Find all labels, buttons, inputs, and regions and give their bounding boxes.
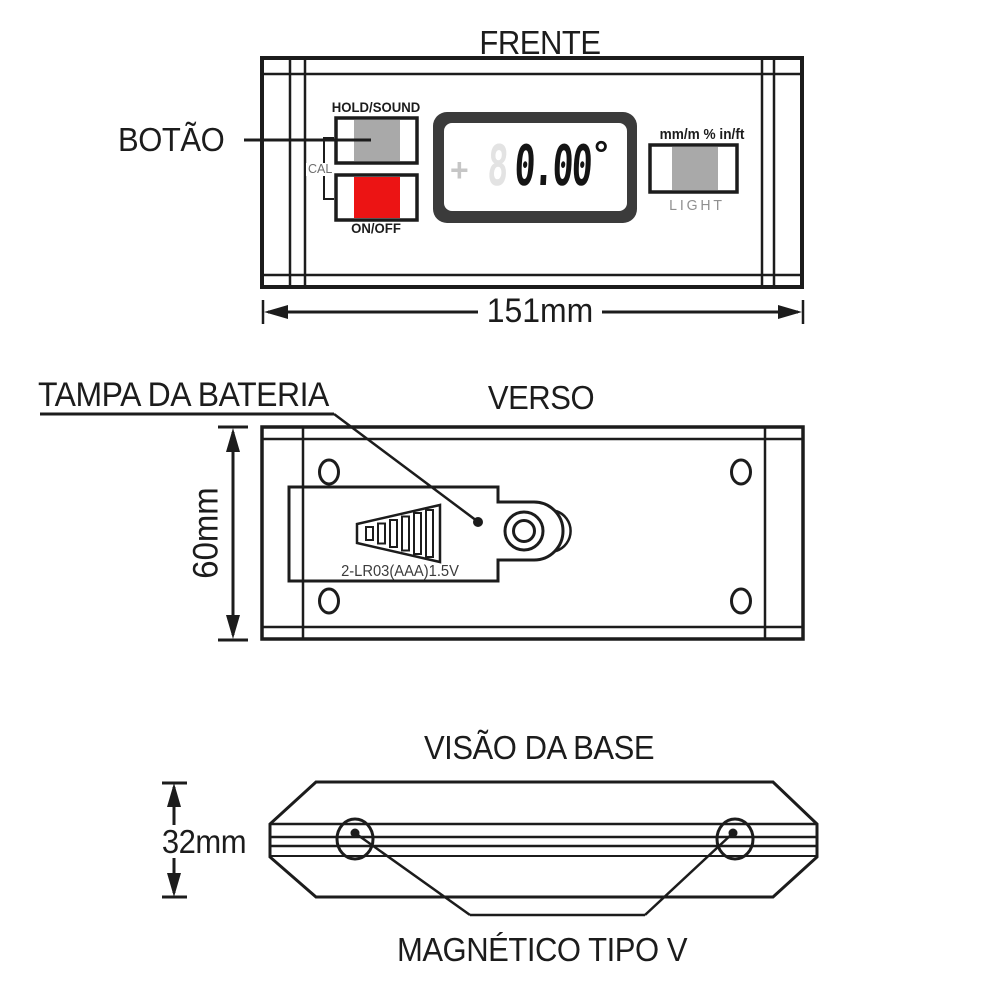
height-dimension-text: 60mm <box>186 487 226 579</box>
screw-hole <box>318 587 340 615</box>
magnet-leader-right <box>644 832 734 916</box>
back-view-drawing <box>40 412 805 642</box>
light-label: LIGHT <box>669 197 725 214</box>
thickness-dimension-text: 32mm <box>157 825 251 858</box>
front-view-drawing <box>244 56 805 324</box>
light-button-shape <box>648 143 739 194</box>
lcd-degree-symbol: ° <box>594 133 609 174</box>
battery-spec-text: 2-LR03(AAA)1.5V <box>341 563 459 580</box>
battery-cover-outline <box>287 485 565 583</box>
battery-cover-label: TAMPA DA BATERIA <box>38 376 329 414</box>
height-dimension-60mm <box>218 425 248 642</box>
base-view-drawing <box>162 780 819 917</box>
screw-hole <box>730 458 752 486</box>
magnet-type-label: MAGNÉTICO TIPO V <box>396 931 688 968</box>
lcd-display-shape <box>433 112 637 223</box>
leader-dot <box>473 517 483 527</box>
back-title: VERSO <box>487 379 595 416</box>
base-title: VISÃO DA BASE <box>423 729 655 766</box>
hold-sound-label: HOLD/SOUND <box>331 99 421 115</box>
magnet-left <box>335 817 375 861</box>
width-dimension-text: 151mm <box>486 292 594 330</box>
cal-label: CAL <box>306 162 335 176</box>
front-title: FRENTE <box>479 24 601 61</box>
latch-inner-circle <box>512 519 536 543</box>
latch-crescent <box>555 509 572 553</box>
lcd-display-value: 0.00 <box>512 134 593 199</box>
battery-cover-leader-line <box>333 412 478 523</box>
screw-hole <box>730 587 752 615</box>
magnet-leader-left <box>354 831 471 917</box>
lcd-ghost-plus-sign: + <box>450 152 469 188</box>
lcd-ghost-digit: 8 <box>485 134 511 199</box>
button-pointer-label: BOTÃO <box>118 121 225 158</box>
on-off-button-shape <box>334 173 419 222</box>
width-dimension-151mm <box>261 300 805 324</box>
on-off-label: ON/OFF <box>351 220 401 236</box>
thickness-dimension-32mm <box>162 781 187 899</box>
units-label: mm/m % in/ft <box>659 127 745 143</box>
battery-icon <box>355 503 442 564</box>
screw-hole <box>318 458 340 486</box>
base-profile-outline <box>268 780 819 899</box>
magnet-right <box>715 817 755 861</box>
